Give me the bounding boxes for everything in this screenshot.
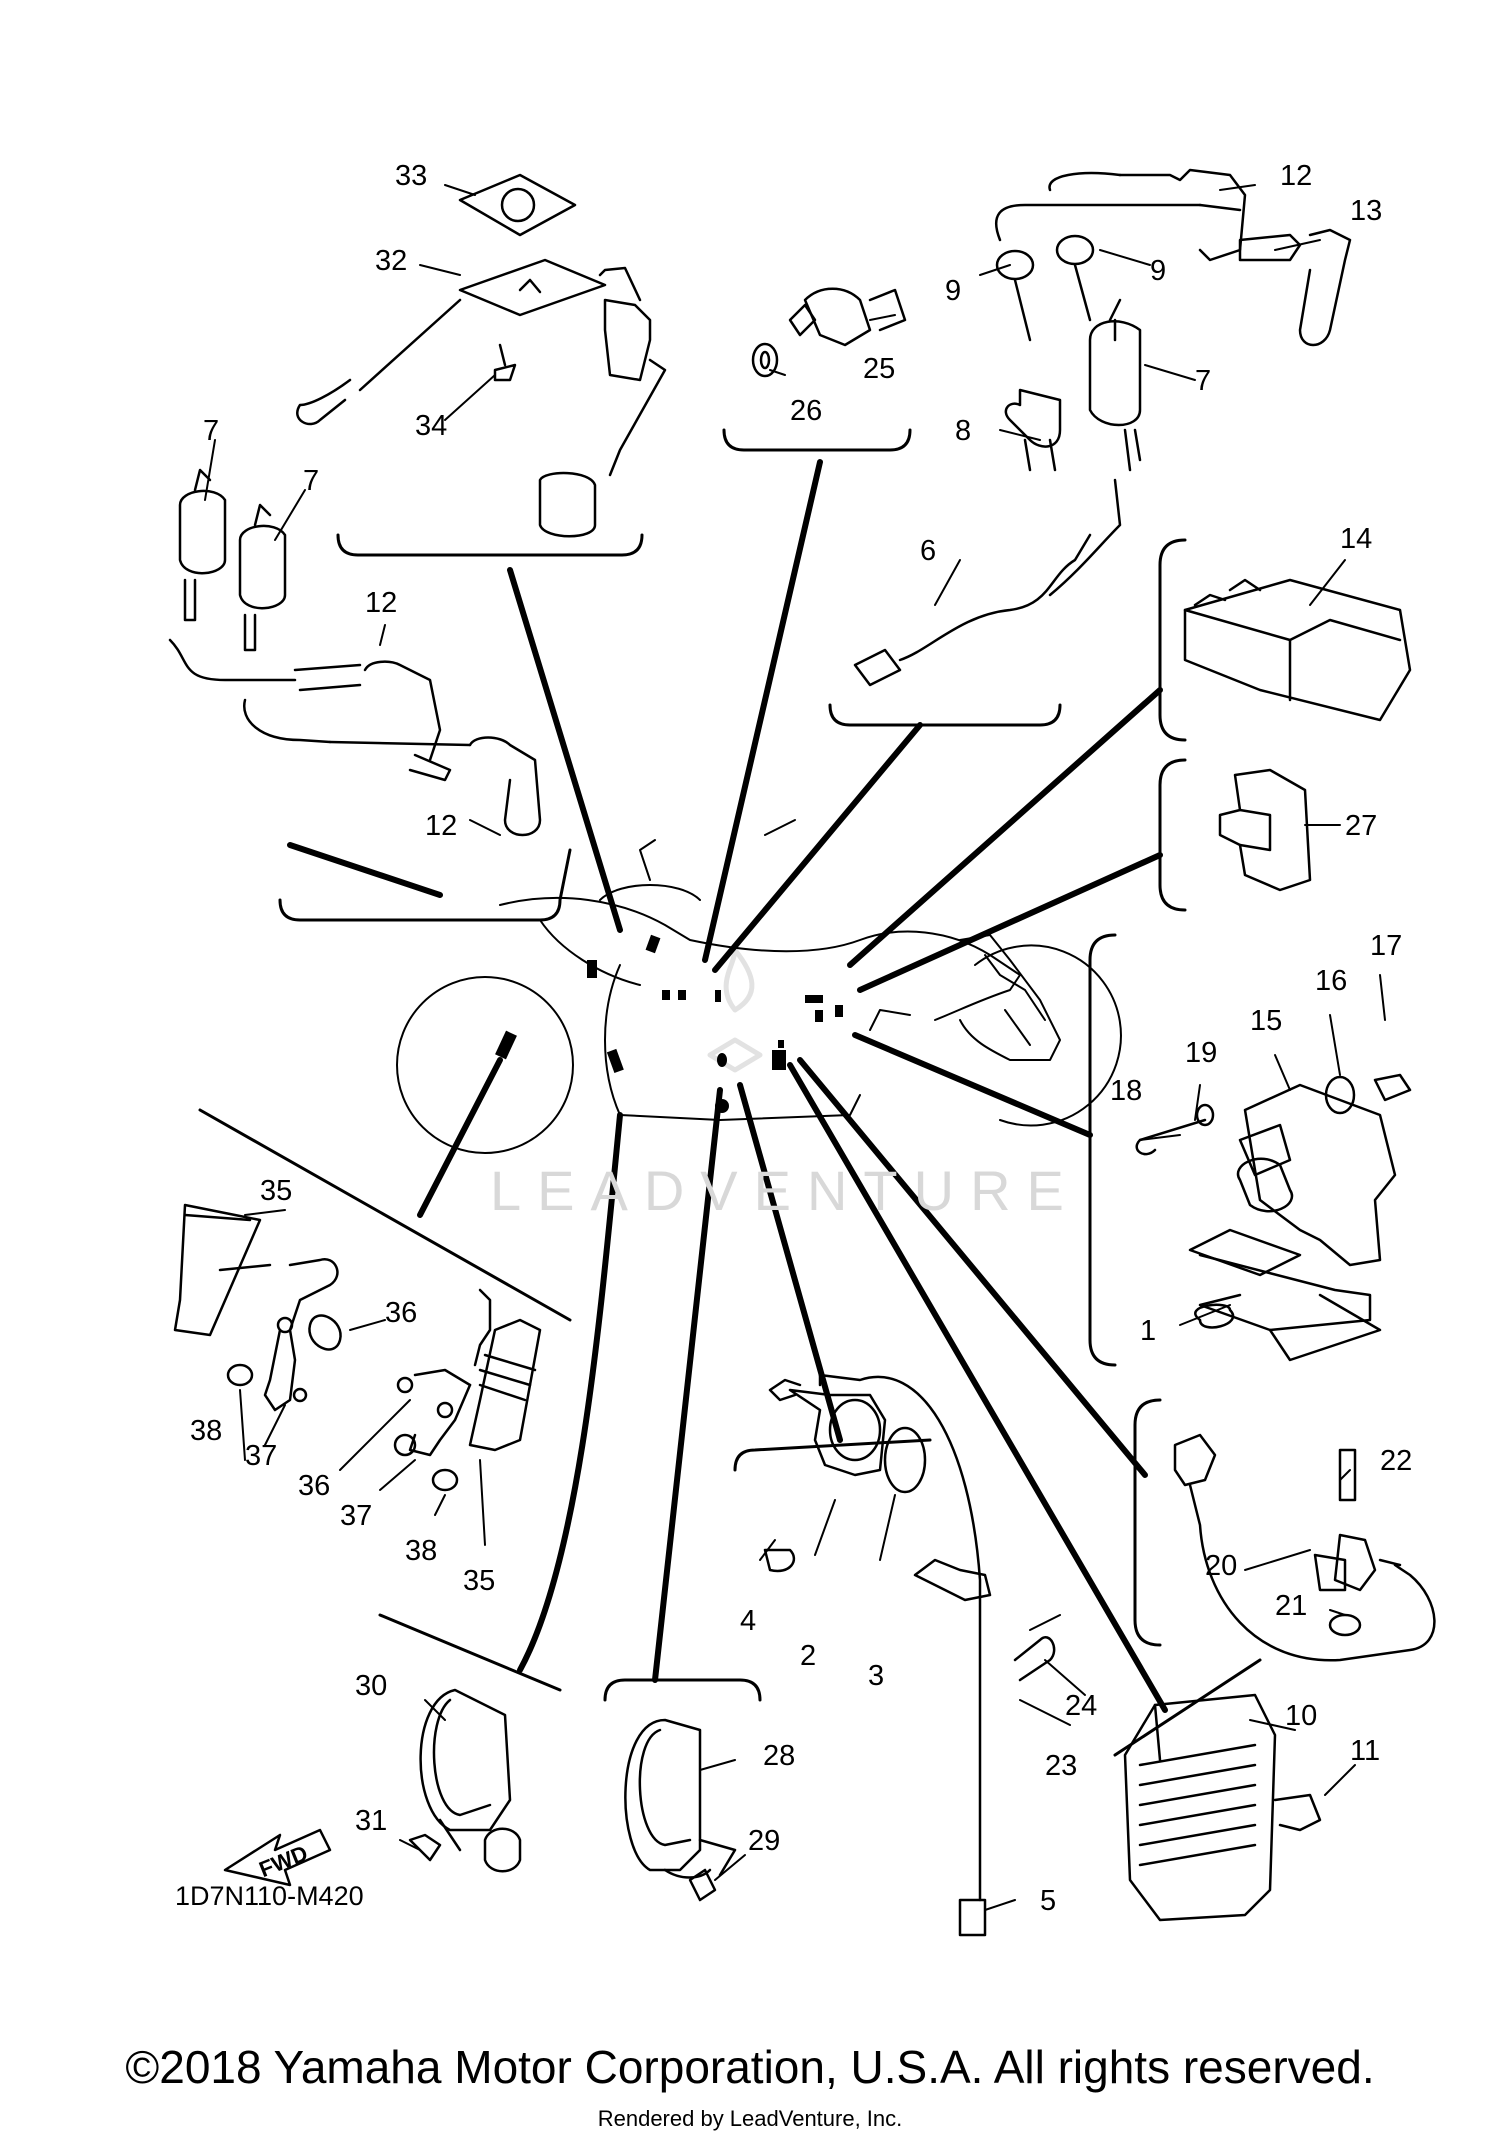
callout-26: 26 [790, 395, 822, 427]
callout-12-left-a: 12 [365, 587, 397, 619]
callout-20: 20 [1205, 1550, 1237, 1582]
motorcycle-outline [396, 839, 1122, 1154]
callout-7-left-b: 7 [303, 465, 319, 497]
callout-31: 31 [355, 1805, 387, 1837]
callout-25: 25 [863, 353, 895, 385]
callout-8: 8 [955, 415, 971, 447]
horn-left [408, 1688, 522, 1873]
callout-24: 24 [1065, 1690, 1097, 1722]
callout-27: 27 [1345, 810, 1377, 842]
callout-38-left: 38 [190, 1415, 222, 1447]
callout-2: 2 [800, 1640, 816, 1672]
reflector-brackets [173, 1203, 542, 1492]
callout-1: 1 [1140, 1315, 1156, 1347]
callout-15: 15 [1250, 1005, 1282, 1037]
drawing-code: 1D7N110-M420 [175, 1881, 364, 1911]
pickup-coil [763, 1373, 1056, 1937]
regulator-rectifier [1123, 1693, 1322, 1922]
callout-11: 11 [1350, 1735, 1380, 1767]
callout-30: 30 [355, 1670, 387, 1702]
central-connectors [495, 934, 843, 1113]
callout-32: 32 [375, 245, 407, 277]
callout-12-right: 12 [1280, 160, 1312, 192]
copyright-notice: ©2018 Yamaha Motor Corporation, U.S.A. A… [125, 2041, 1375, 2093]
callout-6: 6 [920, 535, 936, 567]
callout-leaders [204, 184, 1386, 1911]
callout-13: 13 [1350, 195, 1382, 227]
callout-29: 29 [748, 1825, 780, 1857]
callout-23: 23 [1045, 1750, 1077, 1782]
callout-37-left: 37 [245, 1440, 277, 1472]
watermark-text: LEADVENTURE [490, 1159, 1080, 1222]
callout-9-left: 9 [945, 275, 961, 307]
callout-35-left: 35 [260, 1175, 292, 1207]
callout-22: 22 [1380, 1445, 1412, 1477]
callout-12-left-b: 12 [425, 810, 457, 842]
callout-36-left: 36 [385, 1297, 417, 1329]
callout-19: 19 [1185, 1037, 1217, 1069]
ignition-coil-right [853, 168, 1352, 687]
callout-38-right: 38 [405, 1535, 437, 1567]
callout-16: 16 [1315, 965, 1347, 997]
callout-18: 18 [1110, 1075, 1142, 1107]
sensor-assembly [1135, 1073, 1412, 1362]
callout-14: 14 [1340, 523, 1372, 555]
callout-37-right: 37 [340, 1500, 372, 1532]
callout-17: 17 [1370, 930, 1402, 962]
parts-diagram: LEADVENTURE FWD 1D7N110-M420 33 32 34 7 … [168, 160, 1436, 1937]
callout-28: 28 [763, 1740, 795, 1772]
callout-5: 5 [1040, 1885, 1056, 1917]
callout-36-right: 36 [298, 1470, 330, 1502]
relay [1218, 768, 1312, 892]
group-brackets [198, 428, 1262, 1757]
rendered-by-note: Rendered by LeadVenture, Inc. [597, 2106, 903, 2131]
horn-center [624, 1718, 737, 1902]
callout-34: 34 [415, 410, 447, 442]
speed-sensor [1173, 1433, 1436, 1662]
callout-4: 4 [740, 1605, 756, 1637]
callout-3: 3 [868, 1660, 884, 1692]
callout-21: 21 [1275, 1590, 1307, 1622]
leader-lines [287, 459, 1168, 1713]
callout-7-left-a: 7 [203, 415, 219, 447]
ecu-unit [1183, 578, 1412, 722]
callout-35-right: 35 [463, 1565, 495, 1597]
callout-7-right: 7 [1195, 365, 1211, 397]
callout-10: 10 [1285, 1700, 1317, 1732]
ignition-coil-left [168, 468, 542, 837]
callout-33: 33 [395, 160, 427, 192]
thermo-sensor [751, 287, 907, 378]
callout-9-right: 9 [1150, 255, 1166, 287]
fuel-sender-assembly [296, 173, 667, 538]
fwd-arrow-icon [223, 1828, 332, 1887]
